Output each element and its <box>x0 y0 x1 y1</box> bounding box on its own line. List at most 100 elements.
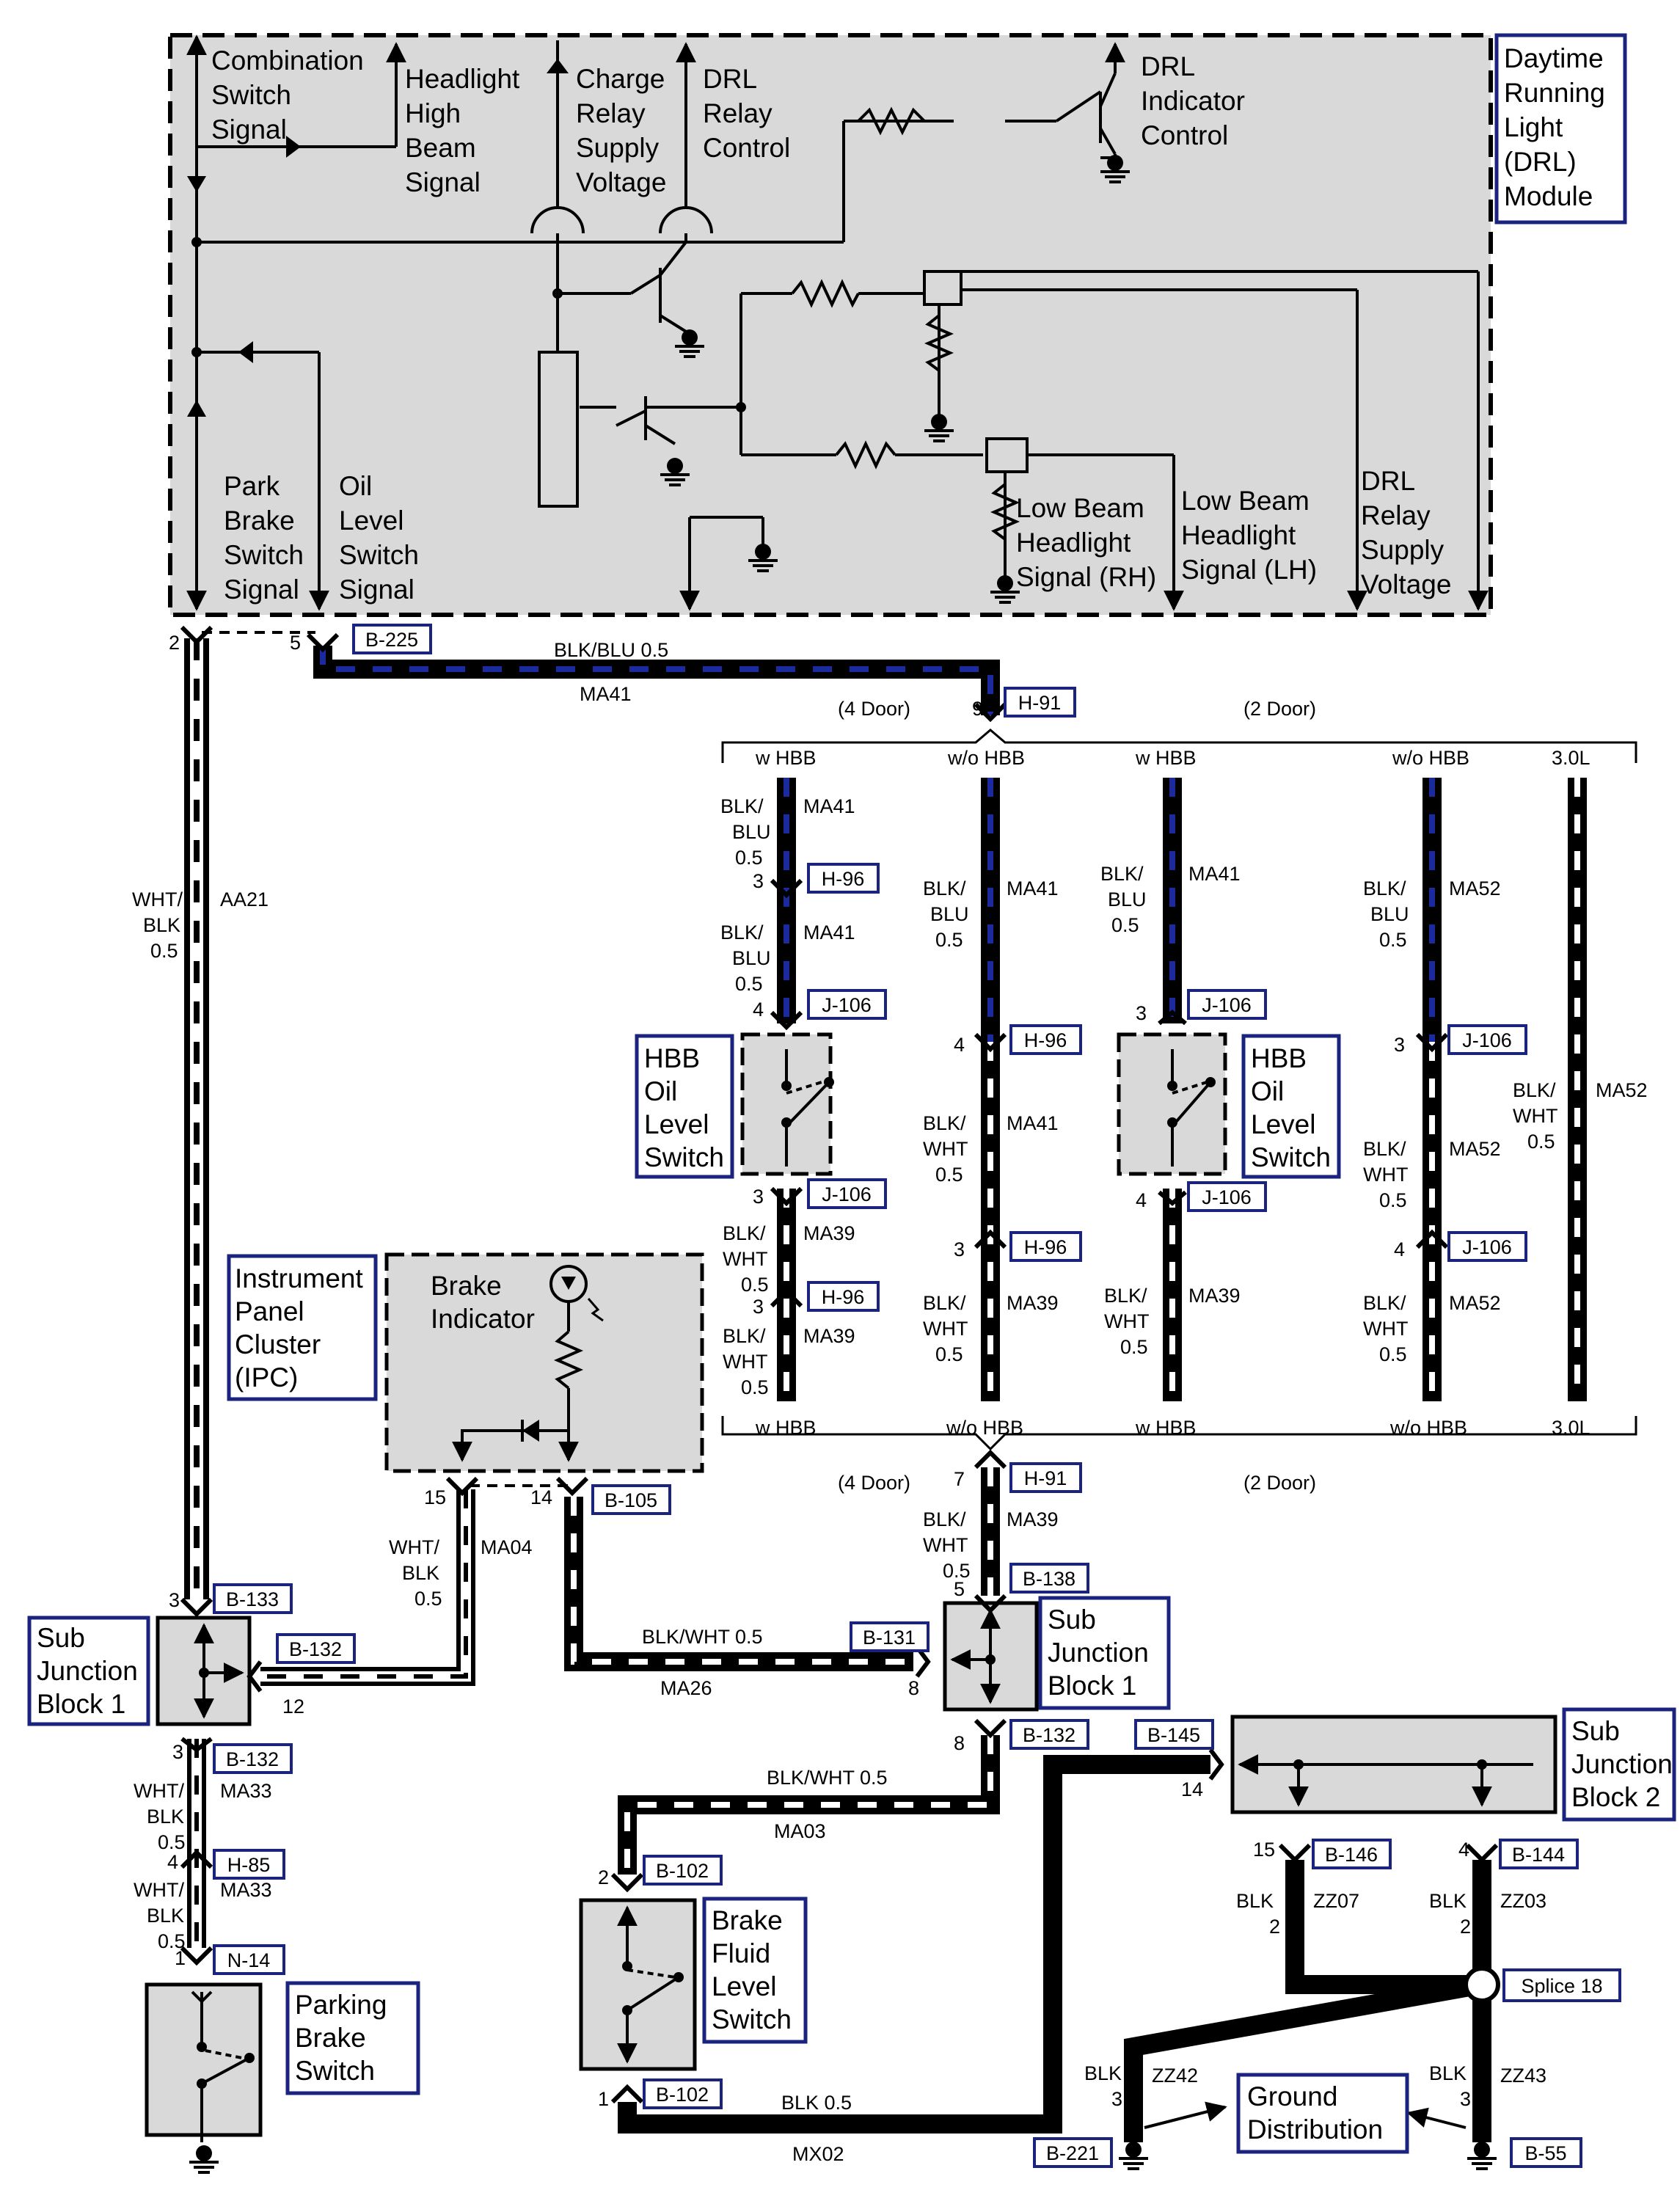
low-beam-rh-label-3: Signal (RH) <box>1016 562 1156 592</box>
wire-zz07 <box>1285 1860 1482 1994</box>
variant-bracket-bottom <box>721 1416 1637 1451</box>
wire-color: WHT/ <box>134 1780 184 1802</box>
combination-switch-label-3: Signal <box>211 114 287 145</box>
charge-relay-label-4: Voltage <box>576 167 666 197</box>
wire-code-ma52: MA52 <box>1449 1138 1501 1160</box>
wire-color: BLK/ <box>720 921 764 943</box>
pin-label: 3 <box>1136 1002 1147 1024</box>
wire-code-ma33: MA33 <box>220 1879 272 1901</box>
variant-w-hbb: w HBB <box>1135 747 1197 769</box>
low-beam-rh-label-2: Headlight <box>1016 528 1131 558</box>
wire-size: 0.5 <box>735 973 763 995</box>
wire-color: BLK <box>1084 2062 1122 2084</box>
sub-junction-block-1-right <box>943 1601 1039 1712</box>
low-beam-lh-label-3: Signal (LH) <box>1181 555 1317 585</box>
wire-color: WHT <box>723 1351 767 1373</box>
pin-label: 3 <box>753 1296 764 1318</box>
sub-junction-2-2: Junction <box>1571 1749 1673 1779</box>
pin-label: 5 <box>954 1578 965 1600</box>
wire-zz42 <box>1124 1975 1484 2142</box>
connector-n14: N-14 <box>227 1949 271 1971</box>
sub-junction-1-right-2: Junction <box>1048 1638 1149 1668</box>
variant-wo-hbb: w/o HBB <box>946 1417 1023 1439</box>
drl-indicator-label-1: DRL <box>1141 51 1195 81</box>
variant-3-0l: 3.0L <box>1552 747 1590 769</box>
connector-j106: J-106 <box>1202 994 1252 1016</box>
wire-code-ma41: MA41 <box>580 683 632 705</box>
connector-b131: B-131 <box>863 1627 916 1649</box>
wire-label-blk: BLK 0.5 <box>781 2092 852 2114</box>
variant-four-door: (4 Door) <box>838 698 910 720</box>
wire-color: BLK/ <box>1363 1138 1406 1160</box>
wire-code-aa21: AA21 <box>220 888 269 910</box>
wire-code-ma39: MA39 <box>1188 1285 1241 1307</box>
brake-indicator-label-2: Indicator <box>431 1304 535 1334</box>
connector-chevrons <box>180 625 1499 2104</box>
wire-size: 2 <box>1269 1916 1280 1938</box>
connector-b145: B-145 <box>1147 1724 1200 1746</box>
wire-code-ma04: MA04 <box>481 1536 533 1558</box>
wire-size: 0.5 <box>943 1560 971 1582</box>
wire-color: BLK <box>147 1905 184 1927</box>
wire-size: 0.5 <box>741 1376 769 1398</box>
parking-brake-2: Brake <box>295 2023 366 2053</box>
pin-label: 3 <box>172 1741 183 1763</box>
wire-color: BLK/ <box>923 1112 966 1134</box>
wire-label-blk-wht: BLK/WHT 0.5 <box>642 1626 763 1648</box>
wire-color: BLU <box>1370 903 1409 925</box>
ground-icon <box>188 2144 220 2174</box>
wire-label-blk-blu: BLK/BLU 0.5 <box>554 639 668 661</box>
hbb-oil-right-3: Level <box>1251 1109 1315 1139</box>
drl-relay-supply-label-3: Supply <box>1361 535 1445 565</box>
connector-b102: B-102 <box>656 1860 709 1882</box>
headlight-high-beam-label-4: Signal <box>405 167 481 197</box>
wire-color: BLK/ <box>923 877 966 899</box>
oil-level-label-2: Level <box>339 505 403 536</box>
wire-color: BLK/ <box>1100 863 1144 885</box>
drl-indicator-label-3: Control <box>1141 120 1228 150</box>
wire-color: BLK/ <box>723 1325 766 1347</box>
wire-color: BLK/ <box>1104 1285 1147 1307</box>
pin-label: 4 <box>167 1851 178 1873</box>
connector-j106: J-106 <box>822 1183 872 1205</box>
wire-color: BLK/ <box>1513 1079 1556 1101</box>
drl-relay-supply-label-1: DRL <box>1361 466 1415 496</box>
brake-indicator-label-1: Brake <box>431 1271 502 1301</box>
pin-label: 3 <box>954 1238 965 1260</box>
connector-b132: B-132 <box>1023 1724 1075 1746</box>
ipc-label-4: (IPC) <box>235 1362 298 1392</box>
wire-code-ma41: MA41 <box>803 795 855 817</box>
wire-color: BLK <box>143 914 180 936</box>
wire-color: WHT <box>1363 1318 1408 1340</box>
parking-brake-switch <box>145 1982 263 2142</box>
drl-relay-control-label-2: Relay <box>703 98 773 128</box>
oil-level-label-1: Oil <box>339 471 372 501</box>
pin-label: 4 <box>1458 1839 1469 1861</box>
ground-distribution-2: Distribution <box>1247 2114 1383 2145</box>
drl-module <box>168 33 1493 617</box>
connector-b138: B-138 <box>1023 1568 1075 1590</box>
wire-color: WHT <box>923 1138 968 1160</box>
wire-color: BLK/ <box>923 1508 966 1530</box>
wire-code-ma39: MA39 <box>803 1325 855 1347</box>
wire-size: 0.5 <box>1379 929 1407 951</box>
drl-relay-control-label-1: DRL <box>703 64 757 94</box>
wire-code-zz03: ZZ03 <box>1500 1890 1546 1912</box>
wire-color: WHT <box>923 1534 968 1556</box>
splice-18-label: Splice 18 <box>1521 1975 1602 1997</box>
pin-label: 4 <box>753 999 764 1021</box>
wire-size: 3 <box>1111 2088 1122 2110</box>
connector-h96: H-96 <box>1024 1029 1067 1051</box>
pin-label: 8 <box>908 1677 919 1699</box>
wire-code-ma33: MA33 <box>220 1780 272 1802</box>
connector-j106: J-106 <box>1462 1029 1512 1051</box>
variant-w-hbb: w HBB <box>755 747 817 769</box>
wire-color: BLK <box>147 1806 184 1828</box>
wire-code-ma41: MA41 <box>803 921 855 943</box>
connector-b144: B-144 <box>1512 1844 1565 1866</box>
hbb-oil-right-4: Switch <box>1251 1142 1331 1172</box>
wire-labels: 2 5 BLK/BLU 0.5 MA41 (4 Door) 9 (2 Door)… <box>132 632 1648 2165</box>
charge-relay-label-2: Relay <box>576 98 646 128</box>
wire-color: WHT <box>923 1318 968 1340</box>
wire-color: BLK <box>1236 1890 1274 1912</box>
